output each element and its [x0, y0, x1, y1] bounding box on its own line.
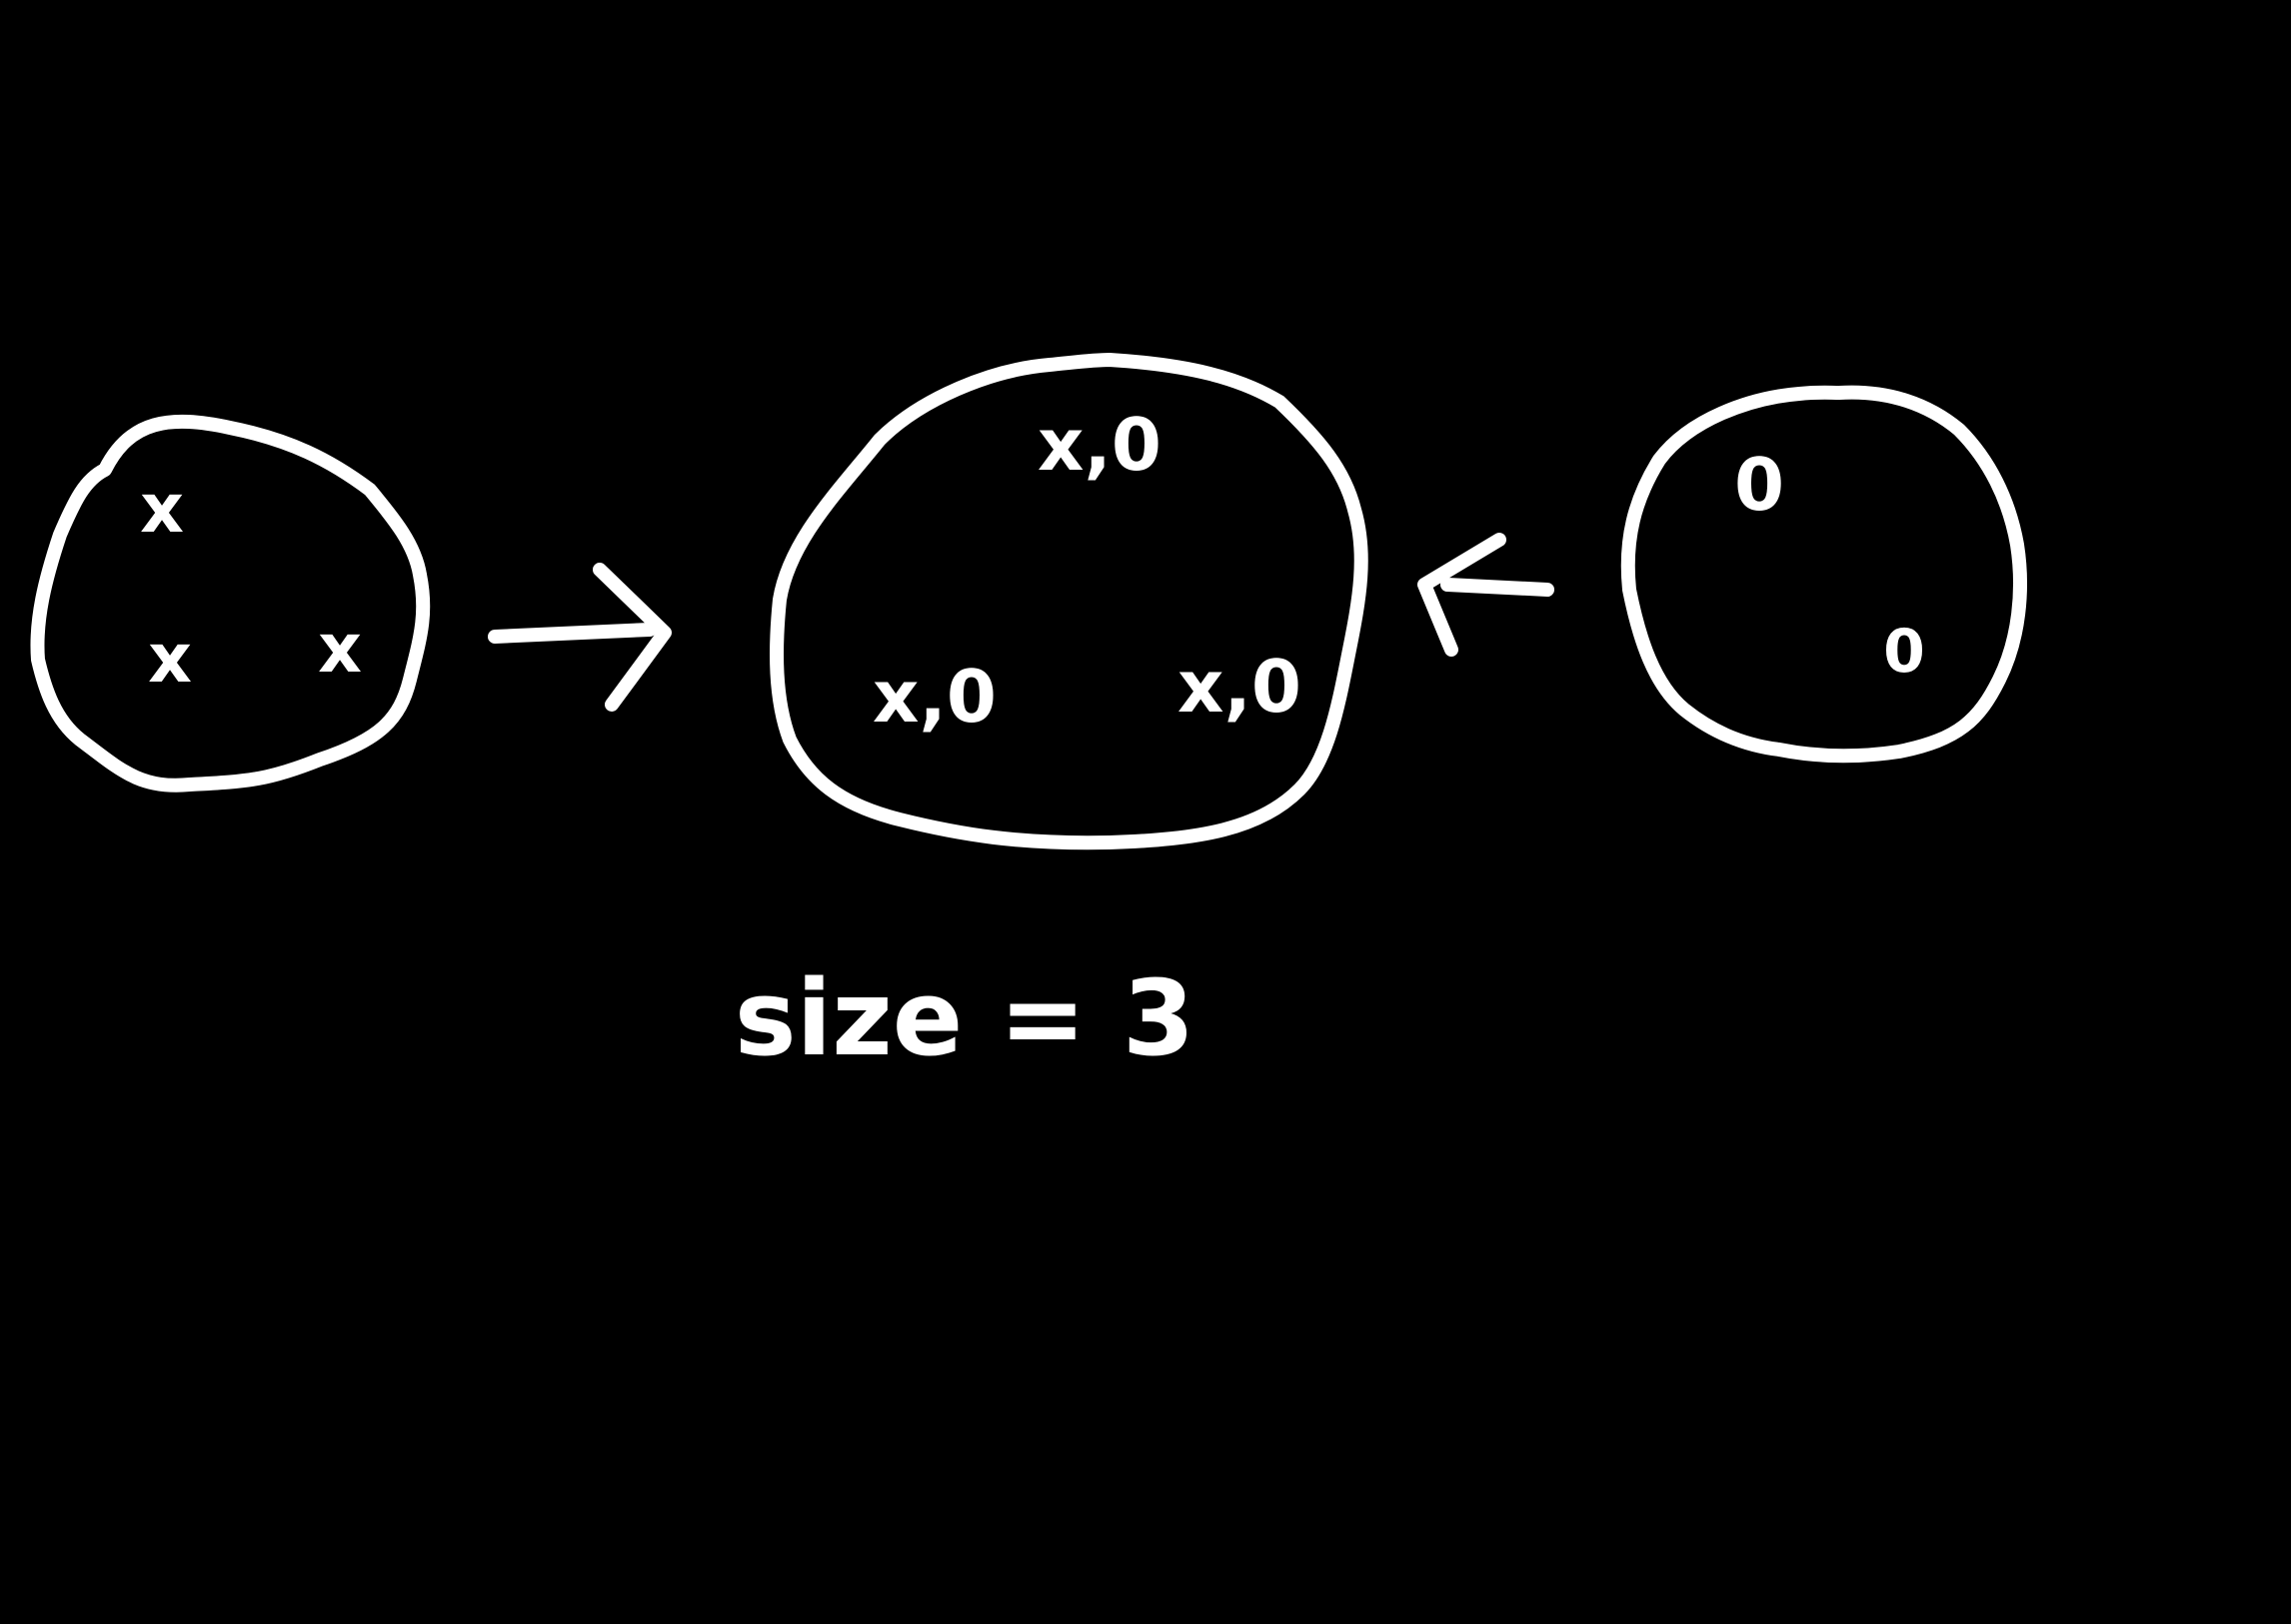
arrow-right-to-middle — [1417, 533, 1554, 657]
middle-set-element-1: x,0 — [1038, 403, 1161, 487]
left-set-outline — [30, 414, 431, 793]
left-set-element-2: x — [148, 620, 192, 699]
caption-size: size = 3 — [735, 957, 1195, 1079]
right-set-element-2: 0 — [1883, 617, 1925, 687]
middle-set-element-3: x,0 — [1177, 645, 1301, 729]
right-set-element-1: 0 — [1734, 443, 1784, 527]
middle-set-outline — [770, 353, 1368, 850]
left-set-element-1: x — [140, 470, 184, 549]
arrow-left-to-middle — [488, 563, 672, 712]
left-set-element-3: x — [318, 610, 362, 689]
right-set-outline — [1620, 385, 2027, 764]
middle-set-element-2: x,0 — [873, 655, 997, 739]
